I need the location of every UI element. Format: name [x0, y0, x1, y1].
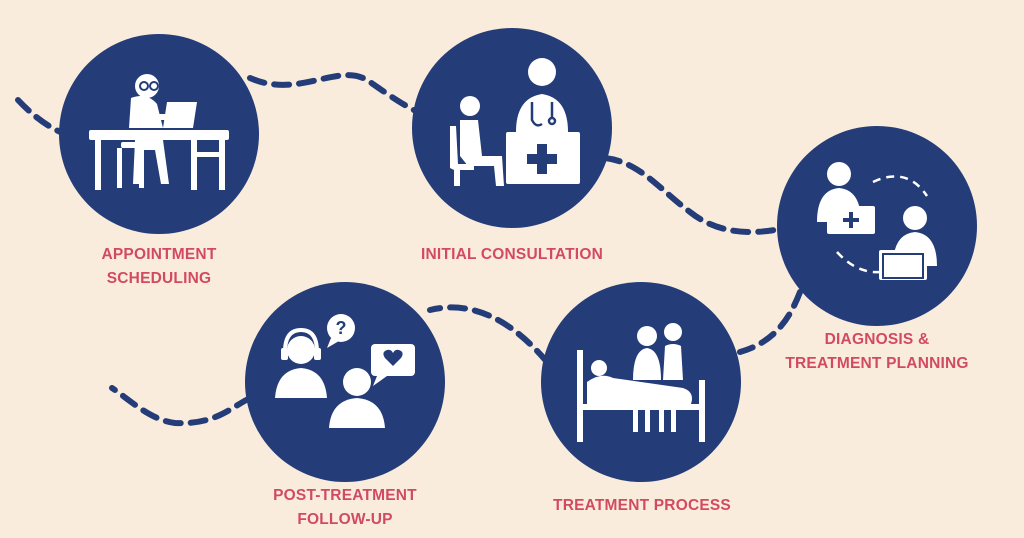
label-line: FOLLOW-UP — [297, 511, 393, 528]
person-at-laptop-icon — [89, 74, 229, 190]
step-consultation-label: INITIAL CONSULTATION — [392, 243, 632, 267]
hospital-bed-icon — [577, 323, 705, 442]
svg-text:?: ? — [336, 318, 347, 338]
label-line: SCHEDULING — [106, 270, 212, 287]
label-line: APPOINTMENT — [101, 246, 217, 263]
step-appointment-label: APPOINTMENT SCHEDULING — [59, 243, 259, 291]
step-treatment-label: TREATMENT PROCESS — [522, 494, 762, 518]
diagnosis-planning-icon — [817, 162, 937, 280]
doctor-consultation-icon — [450, 58, 580, 186]
label-line: POST-TREATMENT — [273, 487, 417, 504]
step-appointment-circle — [59, 34, 259, 234]
step-diagnosis-circle — [777, 126, 977, 326]
label-line: INITIAL CONSULTATION — [421, 246, 603, 263]
step-followup-label: POST-TREATMENT FOLLOW-UP — [225, 484, 465, 532]
support-chat-icon: ? — [275, 314, 415, 428]
step-diagnosis-label: DIAGNOSIS & TREATMENT PLANNING — [757, 328, 997, 376]
step-treatment-circle — [541, 282, 741, 482]
label-line: TREATMENT PROCESS — [553, 497, 731, 514]
label-line: DIAGNOSIS & — [824, 331, 930, 348]
label-line: TREATMENT PLANNING — [785, 355, 969, 372]
step-consultation-circle — [412, 28, 612, 228]
step-followup-circle: ? — [245, 282, 445, 482]
